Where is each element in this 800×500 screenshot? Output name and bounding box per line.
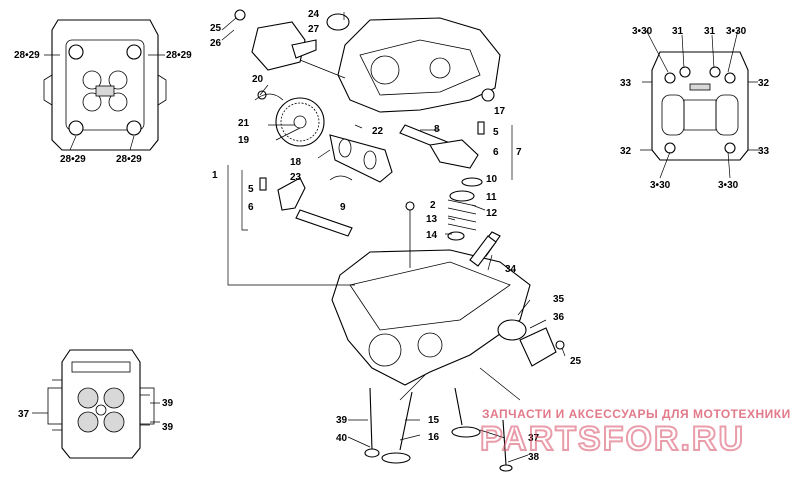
label-6-b: 6 [493, 147, 499, 158]
label-37-a: 37 [18, 409, 30, 420]
label-6-a: 6 [248, 202, 254, 213]
label-25-a: 25 [210, 23, 222, 34]
label-23: 23 [290, 172, 302, 183]
label-5-b: 5 [493, 127, 499, 138]
label-11: 11 [486, 192, 497, 203]
label-3-30-d: 3•30 [718, 180, 739, 191]
label-37-b: 37 [528, 433, 540, 444]
label-13: 13 [426, 214, 438, 225]
label-32-a: 32 [758, 78, 770, 89]
label-7: 7 [516, 147, 522, 158]
label-38: 38 [528, 452, 540, 463]
label-31-a: 31 [672, 26, 684, 37]
label-28-29-c: 28•29 [60, 154, 86, 165]
label-3-30-b: 3•30 [726, 26, 747, 37]
label-34: 34 [505, 264, 517, 275]
label-28-29-b: 28•29 [166, 50, 192, 61]
label-14: 14 [426, 230, 438, 241]
label-28-29-a: 28•29 [14, 50, 40, 61]
label-10: 10 [486, 174, 498, 185]
label-24: 24 [308, 9, 320, 20]
label-36: 36 [553, 312, 565, 323]
label-31-b: 31 [704, 26, 716, 37]
label-20: 20 [252, 74, 264, 85]
label-25-b: 25 [570, 356, 582, 367]
watermark-caption: ЗАПЧАСТИ И АКСЕССУАРЫ ДЛЯ МОТОТЕХНИКИ [482, 407, 791, 421]
label-27: 27 [308, 24, 320, 35]
callout-labels: 1 2 3•30 3•30 3•30 3•30 5 5 6 6 7 8 9 10… [14, 9, 770, 463]
label-3-30-a: 3•30 [632, 26, 653, 37]
label-26: 26 [210, 38, 222, 49]
label-22: 22 [372, 126, 384, 137]
watermark: ЗАПЧАСТИ И АКСЕССУАРЫ ДЛЯ МОТОТЕХНИКИ PA… [479, 407, 791, 459]
label-21: 21 [238, 118, 250, 129]
label-35: 35 [553, 294, 565, 305]
label-19: 19 [238, 135, 250, 146]
label-8: 8 [434, 124, 440, 135]
label-15: 15 [428, 415, 440, 426]
label-39-a: 39 [162, 398, 174, 409]
leader-lines [32, 12, 760, 463]
head-underside-inset [47, 349, 155, 459]
valve-cover-assembly [234, 9, 501, 113]
label-9: 9 [340, 202, 346, 213]
label-3-30-c: 3•30 [650, 180, 671, 191]
valves-and-studs [364, 387, 513, 472]
label-12: 12 [486, 208, 498, 219]
head-top-view-inset [43, 19, 167, 151]
label-1: 1 [212, 170, 218, 181]
label-40: 40 [336, 433, 348, 444]
label-28-29-d: 28•29 [116, 154, 142, 165]
valve-cover-inset [651, 51, 749, 161]
label-33-b: 33 [758, 146, 770, 157]
spark-plug [469, 235, 497, 267]
label-17: 17 [494, 106, 506, 117]
label-18: 18 [290, 157, 302, 168]
cylinder-head [331, 201, 565, 386]
watermark-logo: PARTSFOR.RU [480, 420, 745, 458]
label-5-a: 5 [248, 184, 254, 195]
label-2: 2 [430, 200, 436, 211]
label-16: 16 [428, 432, 440, 443]
label-32-b: 32 [620, 146, 632, 157]
label-39-c: 39 [336, 415, 348, 426]
label-33-a: 33 [620, 78, 632, 89]
label-39-b: 39 [162, 422, 174, 433]
